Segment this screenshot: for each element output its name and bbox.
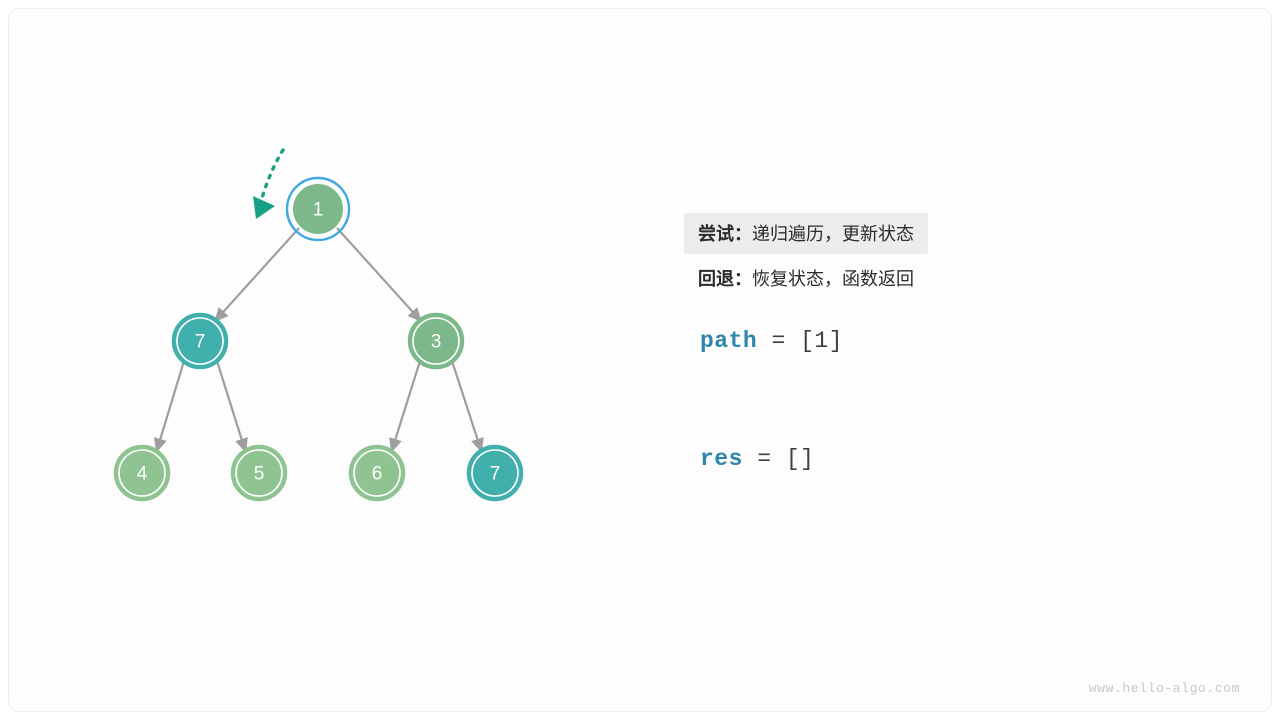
node-root: 1 [285, 176, 351, 242]
node-right-right-label: 7 [490, 464, 501, 485]
res-value: = [] [742, 446, 815, 472]
node-right-left: 6 [348, 444, 406, 502]
edge-l-ll [154, 360, 186, 453]
node-left-left: 4 [113, 444, 171, 502]
node-right: 3 [407, 312, 465, 370]
node-left-label: 7 [195, 332, 206, 353]
edge-r-rl [389, 360, 422, 453]
node-right-right: 7 [466, 444, 524, 502]
tree-edges [154, 227, 484, 453]
res-state-line: res = [] [700, 446, 814, 472]
recursion-pointer-arrow [253, 148, 285, 219]
watermark: www.hello-algo.com [1088, 681, 1240, 696]
edge-root-left [214, 227, 300, 323]
node-right-label: 3 [431, 332, 442, 353]
state-panel: 尝试：递归遍历，更新状态 回退：恢复状态，函数返回 [684, 213, 1106, 299]
backtrack-text: 恢复状态，函数返回 [752, 269, 914, 289]
node-left-left-label: 4 [137, 464, 148, 485]
backtrack-label: 回退： [698, 269, 752, 289]
node-right-left-label: 6 [372, 464, 383, 485]
path-variable: path [700, 328, 758, 354]
node-left: 7 [171, 312, 229, 370]
edge-root-right [336, 227, 422, 323]
res-variable: res [700, 446, 743, 472]
node-left-right-label: 5 [254, 464, 265, 485]
node-root-label: 1 [313, 200, 324, 221]
backtrack-row-content: 回退：恢复状态，函数返回 [684, 258, 928, 299]
try-label: 尝试： [698, 224, 752, 244]
path-value: = [1] [757, 328, 844, 354]
try-text: 递归遍历，更新状态 [752, 224, 914, 244]
backtrack-row: 回退：恢复状态，函数返回 [686, 258, 1106, 299]
edge-r-rr [450, 360, 484, 453]
try-row: 尝试：递归遍历，更新状态 [684, 213, 1106, 254]
edge-l-lr [215, 360, 248, 453]
node-left-right: 5 [230, 444, 288, 502]
try-row-content: 尝试：递归遍历，更新状态 [684, 213, 928, 254]
tree-nodes: 1 7 3 4 5 [113, 176, 524, 502]
path-state-line: path = [1] [700, 328, 843, 354]
